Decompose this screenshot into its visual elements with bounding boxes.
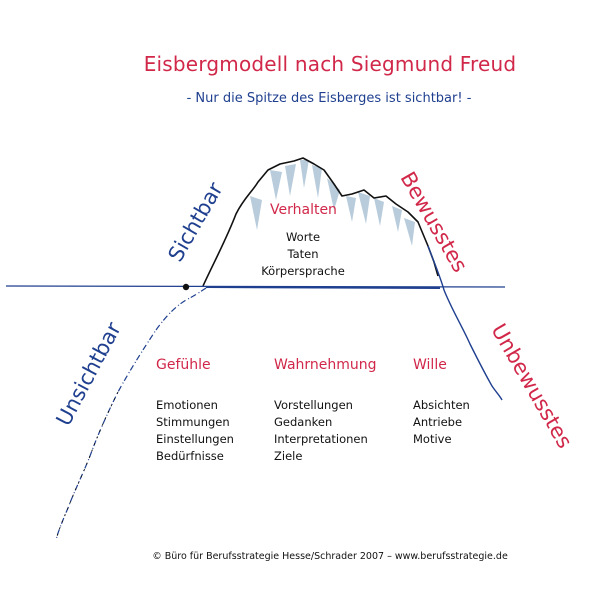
heading-verhalten: Verhalten <box>270 202 337 218</box>
list-wahrnehmung: Vorstellungen Gedanken Interpretationen … <box>274 397 368 465</box>
list-item: Interpretationen <box>274 432 368 446</box>
list-item: Emotionen <box>156 398 218 412</box>
list-item: Vorstellungen <box>274 398 353 412</box>
list-item: Ziele <box>274 449 303 463</box>
list-item: Absichten <box>413 398 470 412</box>
copyright-footer: © Büro für Berufsstrategie Hesse/Schrade… <box>152 551 508 562</box>
list-verhalten: Worte Taten Körpersprache <box>258 229 348 280</box>
list-gefuehle: Emotionen Stimmungen Einstellungen Bedür… <box>156 397 234 465</box>
list-item: Stimmungen <box>156 415 230 429</box>
list-item: Antriebe <box>413 415 463 429</box>
heading-wille: Wille <box>413 357 447 373</box>
list-item: Einstellungen <box>156 432 234 446</box>
waterline-dot <box>182 283 190 291</box>
ice-shading <box>250 160 415 246</box>
list-item: Worte <box>285 230 321 244</box>
list-item: Gedanken <box>274 415 333 429</box>
iceberg-right-flank <box>427 245 503 401</box>
heading-wahrnehmung: Wahrnehmung <box>274 357 377 373</box>
list-item: Bedürfnisse <box>156 449 224 463</box>
list-item: Motive <box>413 432 452 446</box>
diagram-title: Eisbergmodell nach Siegmund Freud <box>143 52 517 76</box>
list-item: Taten <box>287 247 319 261</box>
heading-gefuehle: Gefühle <box>156 357 211 373</box>
diagram-subtitle: - Nur die Spitze des Eisberges ist sicht… <box>186 91 472 106</box>
iceberg-tip-outline <box>202 157 439 287</box>
water-line-bold <box>205 286 441 289</box>
list-wille: Absichten Antriebe Motive <box>413 397 470 448</box>
list-item: Körpersprache <box>261 264 345 278</box>
